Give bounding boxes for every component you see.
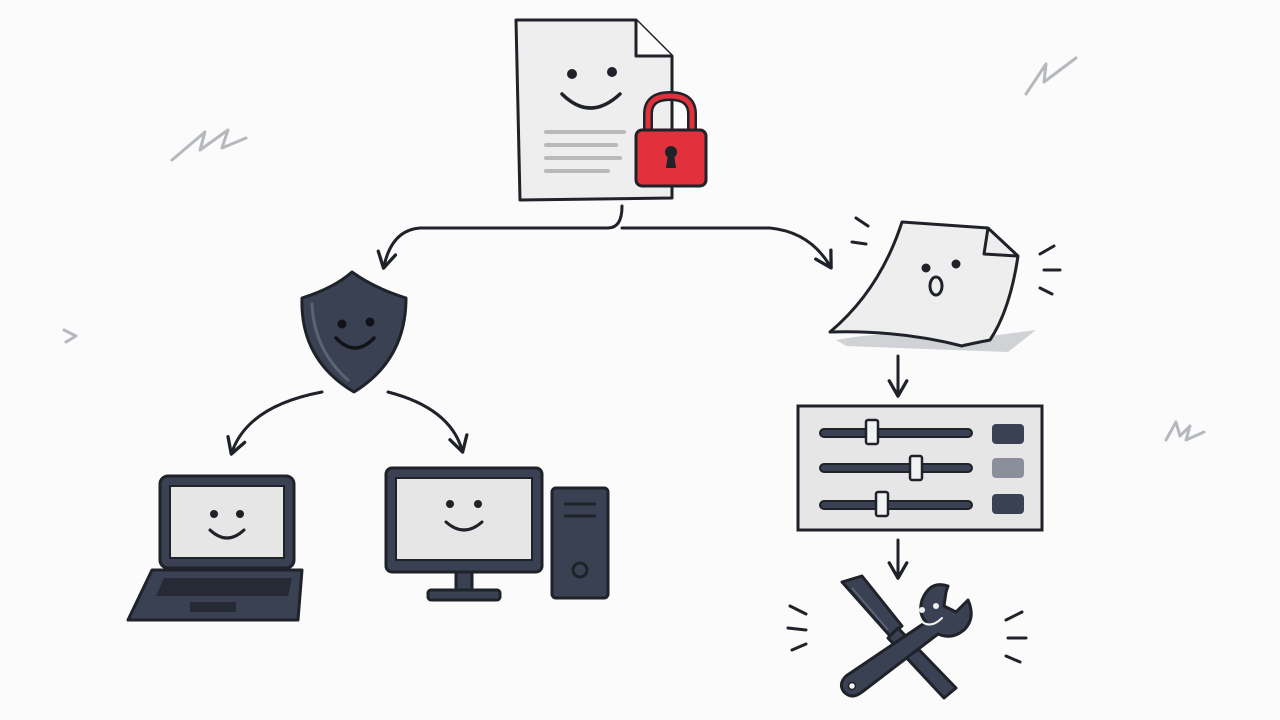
slider-swatch-3 bbox=[992, 494, 1024, 514]
slider-swatch-1 bbox=[992, 424, 1024, 444]
scribble-left-small bbox=[62, 328, 78, 344]
crumpled-eye-left bbox=[921, 263, 931, 273]
slider-row-3 bbox=[819, 490, 1024, 518]
locked-document-node bbox=[514, 18, 708, 202]
wrench-eye-right bbox=[933, 603, 939, 609]
arrow-document-to-crumpled bbox=[620, 226, 833, 270]
crumpled-eye-right bbox=[951, 259, 961, 269]
document-text-lines bbox=[544, 130, 626, 173]
shield-node bbox=[300, 270, 408, 394]
shield-eye-right bbox=[365, 317, 375, 327]
laptop-node bbox=[126, 474, 304, 622]
scribble-right-top bbox=[1024, 56, 1078, 96]
wrench-smile bbox=[919, 617, 943, 626]
slider-handle-1 bbox=[864, 418, 880, 446]
wrench-eye-left bbox=[919, 607, 925, 613]
slider-swatch-2 bbox=[992, 458, 1024, 478]
laptop-keyboard bbox=[156, 578, 292, 596]
laptop-eye-right bbox=[236, 510, 244, 518]
wrench-icon bbox=[839, 583, 973, 698]
monitor-stand bbox=[426, 588, 502, 602]
document-page bbox=[514, 18, 674, 202]
scribble-right-small bbox=[1164, 420, 1206, 442]
crumpled-fold bbox=[982, 227, 1019, 258]
arrow-shield-to-desktop bbox=[386, 390, 469, 454]
shield-highlight bbox=[310, 302, 350, 382]
settings-panel-node bbox=[796, 404, 1044, 532]
tools-node bbox=[786, 574, 1028, 700]
shield-eye-left bbox=[337, 319, 347, 329]
slider-row-2 bbox=[819, 454, 1024, 482]
document-eye-right bbox=[607, 67, 617, 77]
scribble-left bbox=[170, 128, 248, 162]
connectors bbox=[226, 204, 909, 580]
document-eye-left bbox=[567, 69, 577, 79]
laptop-smile bbox=[208, 528, 246, 540]
slider-row-1 bbox=[819, 418, 1024, 446]
shield-icon bbox=[300, 270, 408, 394]
laptop-screen bbox=[169, 485, 285, 559]
connector-stem bbox=[606, 204, 624, 230]
scribble-marks bbox=[62, 56, 1206, 442]
monitor-smile bbox=[444, 520, 484, 532]
slider-handle-3 bbox=[874, 490, 890, 518]
monitor-eye-left bbox=[446, 500, 454, 508]
padlock-icon bbox=[634, 90, 708, 188]
tower-power-button bbox=[571, 561, 589, 579]
monitor-eye-right bbox=[474, 500, 482, 508]
laptop-trackpad bbox=[190, 602, 236, 612]
surprise-lines bbox=[850, 216, 1062, 296]
crumpled-document-node bbox=[828, 216, 1062, 352]
laptop-eye-left bbox=[210, 510, 218, 518]
document-fold bbox=[634, 20, 672, 58]
monitor-screen bbox=[395, 477, 533, 561]
crumpled-page bbox=[828, 220, 1020, 348]
desktop-node bbox=[384, 466, 610, 602]
crumpled-surprised-mouth bbox=[928, 275, 944, 297]
document-smile bbox=[560, 92, 622, 110]
sparkle-lines bbox=[786, 604, 1028, 664]
arrow-document-to-shield bbox=[376, 226, 610, 270]
shield-smile bbox=[334, 336, 376, 350]
arrow-shield-to-laptop bbox=[226, 390, 324, 456]
slider-handle-2 bbox=[908, 454, 924, 482]
